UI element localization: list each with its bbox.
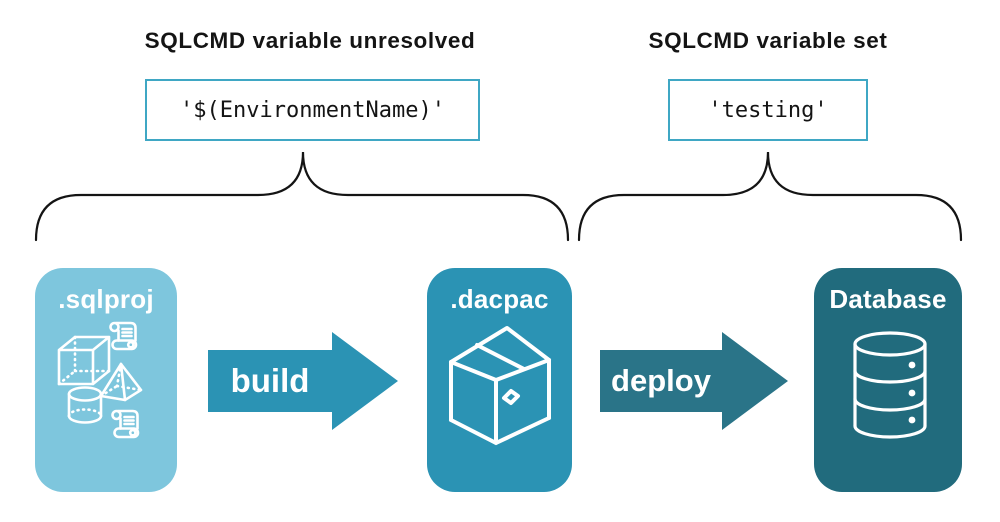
unresolved-variable-code: '$(EnvironmentName)' [180,97,445,123]
cylinder-icon [67,386,103,424]
package-box-icon [449,326,551,445]
set-variable-code: 'testing' [708,97,828,123]
right-brace [577,151,963,242]
pyramid-icon [99,362,143,402]
build-arrow-label: build [230,362,310,399]
deploy-arrow-label: deploy [611,363,711,398]
set-variable-code-box: 'testing' [668,79,868,141]
sql-objects-icon [57,321,143,439]
scroll-icon [111,409,140,439]
left-brace [34,151,570,242]
dacpac-card-label: .dacpac [450,284,549,314]
database-card: Database [814,268,962,492]
unresolved-variable-code-box: '$(EnvironmentName)' [145,79,480,141]
cube-icon [57,335,111,386]
deploy-arrow: deploy [600,332,788,430]
scroll-icon [109,321,138,351]
build-arrow: build [208,332,398,430]
right-annotation-title: SQLCMD variable set [648,28,888,53]
database-cylinder-icon [853,331,927,439]
sqlproj-card-label: .sqlproj [58,284,154,314]
left-annotation-title: SQLCMD variable unresolved [144,28,476,53]
database-card-label: Database [829,284,947,314]
